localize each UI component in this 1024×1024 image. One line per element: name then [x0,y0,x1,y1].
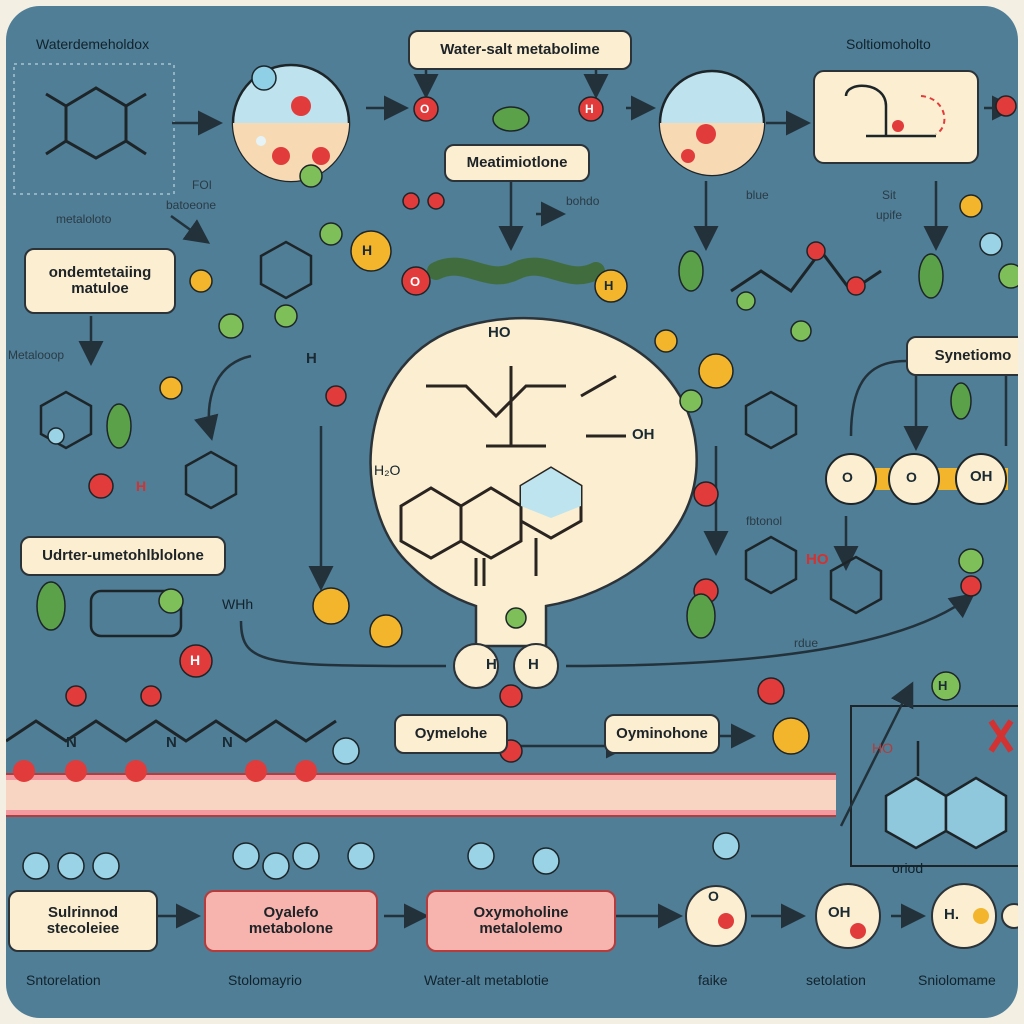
bottom-circle-label-3: H. [944,906,959,923]
atom-label-h-6: H [528,656,539,673]
membrane-band [6,760,836,817]
mid-small-rdue: rdue [794,636,819,650]
atom-label-h-9: H [938,678,948,693]
top-right-title: Soltiomoholto [846,36,931,52]
left-box-line1: ondemtetaiing [48,263,152,281]
right-aromatic [884,741,1008,850]
atom-label-h-2: H [362,242,373,258]
upper-small-1: FOI [192,178,212,192]
upper-small-2: batoeone [166,198,217,212]
membrane-circle-2 [658,69,766,177]
bottom-caption-3: Water-alt metablotie [424,972,549,988]
top-center-title-box: Water-salt metabolime [408,30,632,70]
left-box: ondemtetaiing matuloe [24,248,176,314]
amine-chain [6,719,337,743]
flow-box-3-line1: Oxymoholine [473,903,569,921]
central-circle [369,316,698,689]
atom-label-o-1: O [420,102,430,116]
atom-label-o-4: O [906,469,917,485]
atom-label-oh-center: OH [632,426,655,443]
atom-label-n-3: N [222,734,233,751]
membrane-circle-1 [231,63,351,183]
left-small-2: Metalooop [8,348,65,362]
mid-center-box: Meatimiotlone [444,144,590,182]
flow-box-2: Oyalefo metabolone [204,890,378,952]
oxygen-atoms [65,95,1017,763]
right-small-label: oriod [892,860,924,876]
mid-small-water: H₂O [374,462,401,478]
left-box-line2: matuloe [71,280,129,297]
bottom-center-box-2: Oyminohone [604,714,720,754]
top-left-title: Waterdemeholdox [36,36,150,52]
flow-box-1-line2: stecoleiee [46,920,120,937]
atom-label-oh: OH [970,468,993,485]
structure-box [813,70,979,164]
bottom-caption-6: Sniolomame [918,972,996,988]
top-left-molecule [45,86,147,160]
atom-label-o-2: O [410,274,421,289]
leaf-shapes [36,106,972,639]
bottom-caption-1: Sntorelation [26,972,101,988]
oh-bridge [825,453,1008,505]
green-atoms [158,164,1018,701]
flow-box-2-line2: metabolone [248,920,334,937]
bottom-caption-4: faike [698,972,728,988]
diagram-svg [6,63,1018,949]
atom-label-n-2: N [166,734,177,751]
atom-label-ho-center: HO [488,324,511,341]
flow-box-1-line1: Sulrinnod [48,903,118,921]
atom-label-o-3: O [842,469,853,485]
flow-box-3-line2: metalolemo [479,920,563,937]
flow-box-2-line1: Oyalefo [263,903,319,921]
bottom-caption-2: Stolomayrio [228,972,302,988]
mid-small-wh: WHh [222,596,254,612]
left-small-1: metaloloto [56,212,112,226]
bottom-caption-5: setolation [806,972,866,988]
upper-small-5: Sit [882,188,897,202]
mid-small-fbtonol: fbtonol [746,514,783,528]
mid-small-ho: HO [872,740,893,756]
upper-small-4: blue [746,188,769,202]
diagram-panel: Waterdemeholdox Water-salt metabolime So… [6,6,1018,1018]
atom-label-h-1: H [585,102,594,116]
blue-atoms [22,232,1003,880]
bottom-circles [685,883,1018,949]
flow-box-1: Sulrinnod stecoleiee [8,890,158,952]
upper-small-3: bohdo [566,194,600,208]
flow-box-3: Oxymoholine metalolemo [426,890,616,952]
atom-label-h-4: H [306,350,317,367]
dashed-frame [13,63,175,195]
atom-label-h-8: H [136,478,147,494]
atom-label-n-1: N [66,734,77,751]
right-box: Synetiomo [906,336,1018,376]
bottom-circle-label-1: O [708,888,719,904]
atom-label-h-3: H [604,278,614,293]
atom-label-ho-right: HO [806,551,829,568]
yellow-atoms [159,194,983,755]
atom-label-h-5: H [486,656,497,673]
left-mid-box: Udrter-umetohlblolone [20,536,226,576]
bottom-circle-label-2: OH [828,904,851,921]
atom-label-h-7: H [190,652,201,668]
upper-small-6: upife [876,208,903,222]
bottom-center-box-1: Oymelohe [394,714,508,754]
